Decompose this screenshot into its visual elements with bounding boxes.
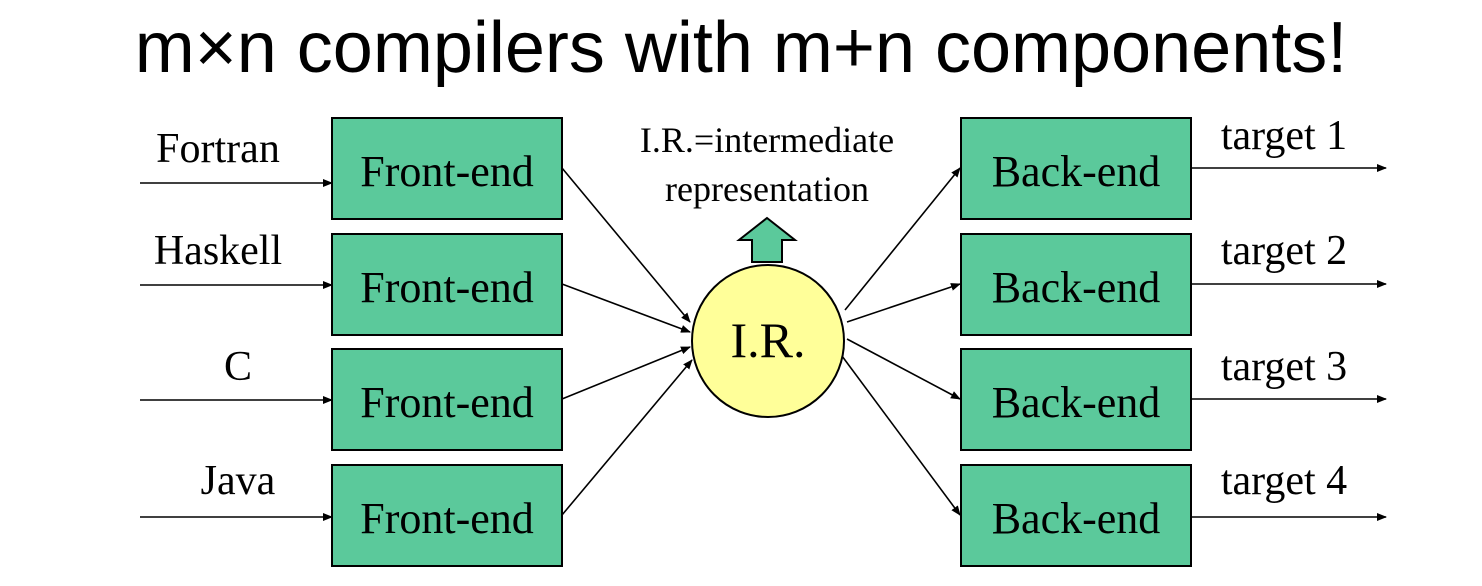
ir-to-be4-arrow [841, 355, 961, 516]
ir-caption-line1: I.R.=intermediate [640, 120, 894, 160]
fe4-to-ir-arrow [561, 359, 693, 516]
front-end-label-1: Front-end [360, 147, 534, 196]
ir-to-be2-arrow [846, 283, 961, 323]
front-end-label-4: Front-end [360, 494, 534, 543]
fe1-to-ir-arrow [561, 167, 691, 323]
back-end-box-3 [960, 348, 1192, 451]
front-end-box-3 [331, 348, 563, 451]
front-end-label-3: Front-end [360, 378, 534, 427]
ir-to-be1-arrow [844, 167, 961, 311]
back-end-label-2: Back-end [992, 263, 1161, 312]
slide-title: m×n compilers with m+n components! [134, 8, 1348, 88]
target-label-2: target 2 [1221, 228, 1347, 274]
ir-circle [691, 264, 845, 418]
ir-label: I.R. [731, 312, 806, 368]
front-end-label-2: Front-end [360, 263, 534, 312]
ir-caption-line2: representation [665, 169, 869, 209]
back-end-label-3: Back-end [992, 378, 1161, 427]
fe3-to-ir-arrow [561, 346, 691, 400]
language-label-haskell: Haskell [154, 228, 282, 274]
front-end-box-1 [331, 117, 563, 220]
target-label-4: target 4 [1221, 458, 1347, 504]
language-label-java: Java [201, 458, 276, 504]
fe2-to-ir-arrow [561, 283, 691, 333]
target-label-3: target 3 [1221, 344, 1347, 390]
back-end-box-4 [960, 464, 1192, 567]
back-end-box-1 [960, 117, 1192, 220]
back-end-box-2 [960, 233, 1192, 336]
back-end-label-1: Back-end [992, 147, 1161, 196]
front-end-box-2 [331, 233, 563, 336]
up-arrow-icon [736, 216, 798, 263]
language-label-c: C [224, 344, 252, 390]
target-label-1: target 1 [1221, 113, 1347, 159]
front-end-box-4 [331, 464, 563, 567]
language-label-fortran: Fortran [156, 126, 280, 172]
ir-to-be3-arrow [846, 338, 961, 400]
back-end-label-4: Back-end [992, 494, 1161, 543]
